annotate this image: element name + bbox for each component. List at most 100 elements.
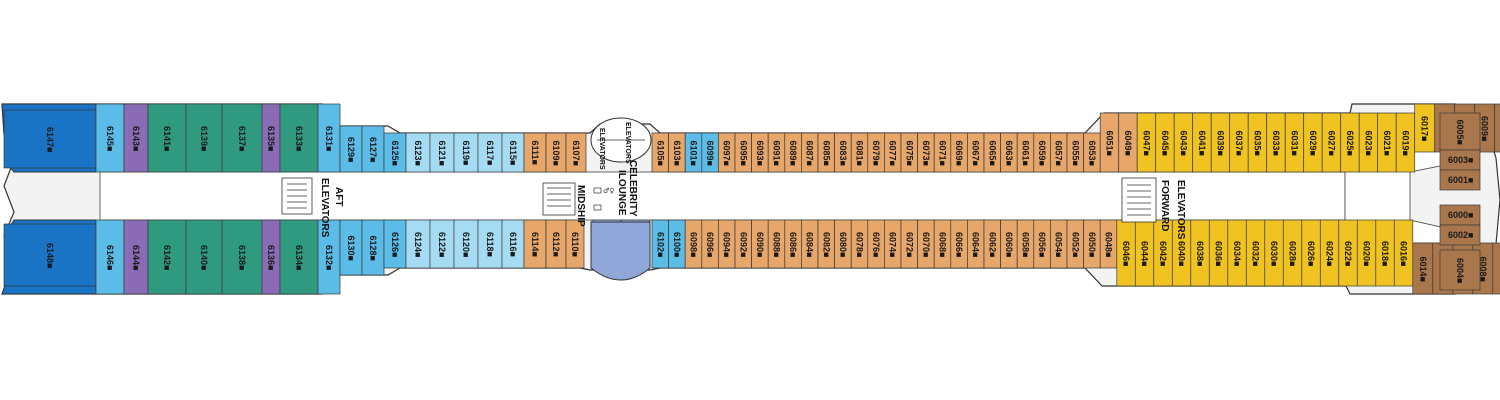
cabin-6091[interactable]: 6091■ [767, 132, 786, 173]
cabin-6050[interactable]: 6050■ [1083, 219, 1101, 269]
cabin-6035[interactable]: 6035■ [1247, 112, 1268, 173]
cabin-6028[interactable]: 6028■ [1282, 219, 1303, 287]
cabin-6103[interactable]: 6103■ [668, 132, 686, 173]
cabin-6014[interactable]: 6014■ [1412, 242, 1434, 295]
midship-elevators[interactable] [542, 182, 576, 216]
cabin-6064[interactable]: 6064■ [967, 219, 985, 269]
cabin-6066[interactable]: 6066■ [950, 219, 968, 269]
cabin-6096[interactable]: 6096■ [701, 219, 719, 269]
cabin-6126[interactable]: 6126■ [383, 219, 407, 269]
cabin-6016[interactable]: 6016■ [1393, 219, 1414, 287]
cabin-6072[interactable]: 6072■ [900, 219, 918, 269]
cabin-6100[interactable]: 6100■ [668, 219, 686, 269]
cabin-6006[interactable]: 6006■ [1492, 242, 1500, 295]
cabin-6053[interactable]: 6053■ [1083, 132, 1101, 173]
cabin-6079[interactable]: 6079■ [867, 132, 885, 173]
cabin-6003[interactable]: 6003■ [1439, 149, 1481, 171]
cabin-6122[interactable]: 6122■ [429, 219, 455, 269]
cabin-6089[interactable]: 6089■ [784, 132, 802, 173]
cabin-6033[interactable]: 6033■ [1266, 112, 1286, 173]
cabin-6052[interactable]: 6052■ [1066, 219, 1084, 269]
cabin-6133[interactable]: 6133■ [279, 103, 319, 173]
cabin-6020[interactable]: 6020■ [1356, 219, 1377, 287]
cabin-6094[interactable]: 6094■ [718, 219, 736, 269]
cabin-6143[interactable]: 6143■ [123, 103, 149, 173]
cabin-6077[interactable]: 6077■ [884, 132, 902, 173]
cabin-6124[interactable]: 6124■ [405, 219, 431, 269]
cabin-6123[interactable]: 6123■ [405, 132, 431, 173]
cabin-6119[interactable]: 6119■ [453, 132, 479, 173]
cabin-6058[interactable]: 6058■ [1016, 219, 1035, 269]
cabin-6005[interactable]: 6005■ [1439, 112, 1481, 151]
cabin-6054[interactable]: 6054■ [1050, 219, 1068, 269]
cabin-6030[interactable]: 6030■ [1264, 219, 1284, 287]
cabin-6102[interactable]: 6102■ [651, 219, 669, 269]
cabin-6127[interactable]: 6127■ [361, 125, 385, 173]
cabin-6092[interactable]: 6092■ [734, 219, 752, 269]
cabin-6048[interactable]: 6048■ [1099, 219, 1118, 269]
cabin-6025[interactable]: 6025■ [1340, 112, 1360, 173]
cabin-6037[interactable]: 6037■ [1229, 112, 1249, 173]
cabin-6110[interactable]: 6110■ [565, 219, 585, 269]
cabin-6065[interactable]: 6065■ [983, 132, 1001, 173]
cabin-6029[interactable]: 6029■ [1303, 112, 1323, 173]
cabin-6076[interactable]: 6076■ [867, 219, 885, 269]
cabin-6115[interactable]: 6115■ [501, 132, 525, 173]
cabin-6136[interactable]: 6136■ [261, 219, 281, 295]
cabin-6101[interactable]: 6101■ [684, 132, 703, 173]
cabin-6088[interactable]: 6088■ [767, 219, 786, 269]
cabin-6135[interactable]: 6135■ [261, 103, 281, 173]
cabin-6073[interactable]: 6073■ [917, 132, 935, 173]
cabin-6129[interactable]: 6129■ [339, 125, 363, 173]
cabin-6036[interactable]: 6036■ [1208, 219, 1229, 287]
cabin-6075[interactable]: 6075■ [900, 132, 918, 173]
cabin-6105[interactable]: 6105■ [651, 132, 669, 173]
cabin-6116[interactable]: 6116■ [501, 219, 525, 269]
cabin-6018[interactable]: 6018■ [1375, 219, 1395, 287]
cabin-6017[interactable]: 6017■ [1414, 103, 1436, 153]
cabin-6007[interactable]: 6007■ [1494, 103, 1500, 153]
cabin-6001[interactable]: 6001■ [1439, 169, 1481, 191]
cabin-6117[interactable]: 6117■ [477, 132, 503, 173]
cabin-6046[interactable]: 6046■ [1116, 219, 1136, 287]
cabin-6141[interactable]: 6141■ [147, 103, 187, 173]
cabin-6131[interactable]: 6131■ [317, 103, 341, 173]
cabin-6027[interactable]: 6027■ [1321, 112, 1342, 173]
cabin-6047[interactable]: 6047■ [1136, 112, 1157, 173]
cabin-6039[interactable]: 6039■ [1210, 112, 1231, 173]
cabin-6111[interactable]: 6111■ [523, 132, 547, 173]
cabin-6139[interactable]: 6139■ [185, 103, 223, 173]
cabin-6134[interactable]: 6134■ [279, 219, 319, 295]
cabin-6083[interactable]: 6083■ [834, 132, 852, 173]
cabin-6059[interactable]: 6059■ [1033, 132, 1051, 173]
cabin-6038[interactable]: 6038■ [1190, 219, 1210, 287]
cabin-6097[interactable]: 6097■ [718, 132, 736, 173]
cabin-6031[interactable]: 6031■ [1284, 112, 1305, 173]
cabin-6146[interactable]: 6146■ [95, 219, 125, 295]
forward-elevators[interactable] [1121, 177, 1157, 223]
cabin-6125[interactable]: 6125■ [383, 132, 407, 173]
cabin-6081[interactable]: 6081■ [850, 132, 869, 173]
cabin-6069[interactable]: 6069■ [950, 132, 968, 173]
cabin-6109[interactable]: 6109■ [545, 132, 567, 173]
cabin-6138[interactable]: 6138■ [221, 219, 263, 295]
cabin-6049[interactable]: 6049■ [1118, 112, 1138, 173]
cabin-6024[interactable]: 6024■ [1319, 219, 1340, 287]
cabin-6071[interactable]: 6071■ [933, 132, 952, 173]
cabin-6144[interactable]: 6144■ [123, 219, 149, 295]
cabin-6130[interactable]: 6130■ [339, 219, 363, 276]
cabin-6120[interactable]: 6120■ [453, 219, 479, 269]
cabin-6098[interactable]: 6098■ [684, 219, 703, 269]
cabin-6067[interactable]: 6067■ [967, 132, 985, 173]
cabin-6022[interactable]: 6022■ [1338, 219, 1358, 287]
cabin-6000[interactable]: 6000■ [1439, 204, 1481, 226]
cabin-6045[interactable]: 6045■ [1155, 112, 1175, 173]
cabin-6085[interactable]: 6085■ [817, 132, 835, 173]
cabin-6055[interactable]: 6055■ [1066, 132, 1084, 173]
aft-elevators[interactable] [281, 177, 313, 215]
cabin-6032[interactable]: 6032■ [1245, 219, 1266, 287]
cabin-6082[interactable]: 6082■ [817, 219, 835, 269]
cabin-6051[interactable]: 6051■ [1099, 112, 1120, 173]
cabin-6084[interactable]: 6084■ [801, 219, 819, 269]
cabin-6062[interactable]: 6062■ [983, 219, 1001, 269]
